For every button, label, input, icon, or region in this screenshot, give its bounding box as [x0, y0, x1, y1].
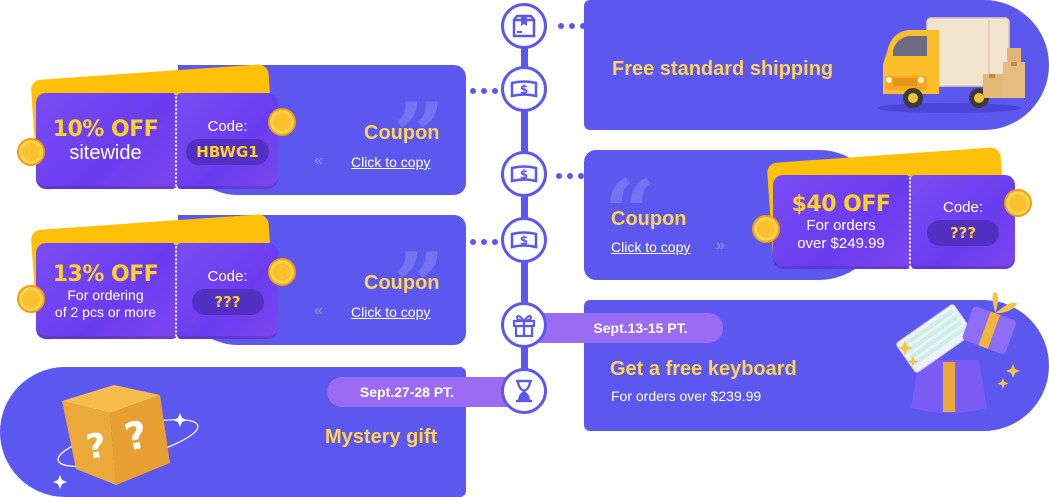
coin-icon: [752, 215, 780, 243]
discount-condition-line1: For orders: [806, 217, 876, 235]
click-to-copy-link[interactable]: Click to copy: [351, 154, 431, 170]
shipping-title: Free standard shipping: [612, 58, 834, 80]
coupon-title: Coupon: [364, 272, 440, 294]
timeline-node-shipping: [501, 3, 547, 49]
coupon-code[interactable]: HBWG1: [186, 138, 269, 165]
coupon-title: Coupon: [364, 122, 440, 144]
ticket-code: Code: ???: [177, 243, 278, 339]
connector-dots: [470, 239, 498, 245]
chevron-left-icon: «: [314, 152, 323, 169]
mystery-date-pill: Sept.27-28 PT.: [327, 377, 507, 407]
discount-amount: 10% OFF: [52, 117, 159, 142]
package-box-icon: [512, 14, 536, 38]
connector-dots: [470, 88, 498, 94]
hourglass-icon: [516, 379, 532, 403]
discount-amount: 13% OFF: [52, 262, 159, 288]
timeline-node-coupon-3: $: [501, 217, 547, 263]
timeline-line: [521, 40, 528, 380]
coupon-ticket-2[interactable]: $40 OFF For orders over $249.99 Code: ??…: [773, 175, 1015, 269]
discount-condition-line2: over $249.99: [797, 234, 885, 252]
coupon-code[interactable]: ???: [927, 219, 999, 246]
discount-condition-line1: For ordering: [67, 287, 144, 304]
quote-mark-icon: “: [604, 160, 656, 266]
keyboard-card: Get a free keyboard For orders over $239…: [584, 292, 1049, 431]
coin-icon: [268, 258, 296, 286]
connector-dots: [556, 173, 584, 179]
mystery-box-illustration: ? ?: [53, 385, 199, 489]
coin-icon: [17, 285, 45, 313]
ticket-discount: 10% OFF sitewide: [36, 93, 177, 189]
ticket-code: Code: ???: [911, 175, 1015, 269]
click-to-copy-link[interactable]: Click to copy: [611, 239, 691, 255]
dollar-bill-icon: $: [510, 231, 538, 249]
discount-amount: $40 OFF: [791, 192, 891, 218]
timeline-node-keyboard: [501, 302, 547, 348]
timeline-node-coupon-2: $: [501, 151, 547, 197]
discount-condition: sitewide: [69, 142, 142, 164]
ticket-discount: 13% OFF For ordering of 2 pcs or more: [36, 243, 177, 339]
coupon-code[interactable]: ???: [191, 288, 264, 315]
svg-text:$: $: [520, 83, 528, 97]
svg-text:$: $: [520, 234, 528, 248]
code-label: Code:: [942, 198, 984, 216]
keyboard-subtitle: For orders over $239.99: [611, 388, 762, 404]
quote-mark-icon: ”: [393, 83, 445, 189]
keyboard-date-pill: Sept.13-15 PT.: [528, 313, 723, 343]
delivery-truck-illustration: [877, 17, 1025, 113]
shipping-card: Free standard shipping: [584, 0, 1049, 130]
keyboard-title: Get a free keyboard: [610, 358, 797, 380]
click-to-copy-link[interactable]: Click to copy: [351, 304, 431, 320]
timeline-node-coupon-1: $: [501, 66, 547, 112]
code-label: Code:: [207, 267, 248, 285]
connector-dots: [558, 23, 586, 29]
keyboard-gift-illustration: [896, 292, 1020, 413]
quote-mark-icon: ”: [393, 233, 445, 339]
ticket-discount: $40 OFF For orders over $249.99: [773, 175, 911, 269]
svg-text:$: $: [520, 168, 528, 182]
coin-icon: [268, 108, 296, 136]
gift-icon: [512, 315, 536, 338]
dollar-bill-icon: $: [510, 80, 538, 98]
code-label: Code:: [207, 117, 248, 135]
coupon-ticket-3[interactable]: 13% OFF For ordering of 2 pcs or more Co…: [36, 243, 278, 339]
chevron-right-icon: »: [716, 237, 725, 254]
chevron-left-icon: «: [314, 302, 323, 319]
ticket-code: Code: HBWG1: [177, 93, 278, 189]
discount-condition-line2: of 2 pcs or more: [54, 303, 157, 320]
coupon-ticket-1[interactable]: 10% OFF sitewide Code: HBWG1: [36, 93, 278, 189]
timeline-node-mystery: [501, 368, 547, 414]
dollar-bill-icon: $: [510, 165, 538, 183]
coupon-title: Coupon: [611, 208, 687, 230]
coin-icon: [17, 138, 45, 166]
coin-icon: [1004, 189, 1032, 217]
mystery-title: Mystery gift: [325, 426, 438, 448]
